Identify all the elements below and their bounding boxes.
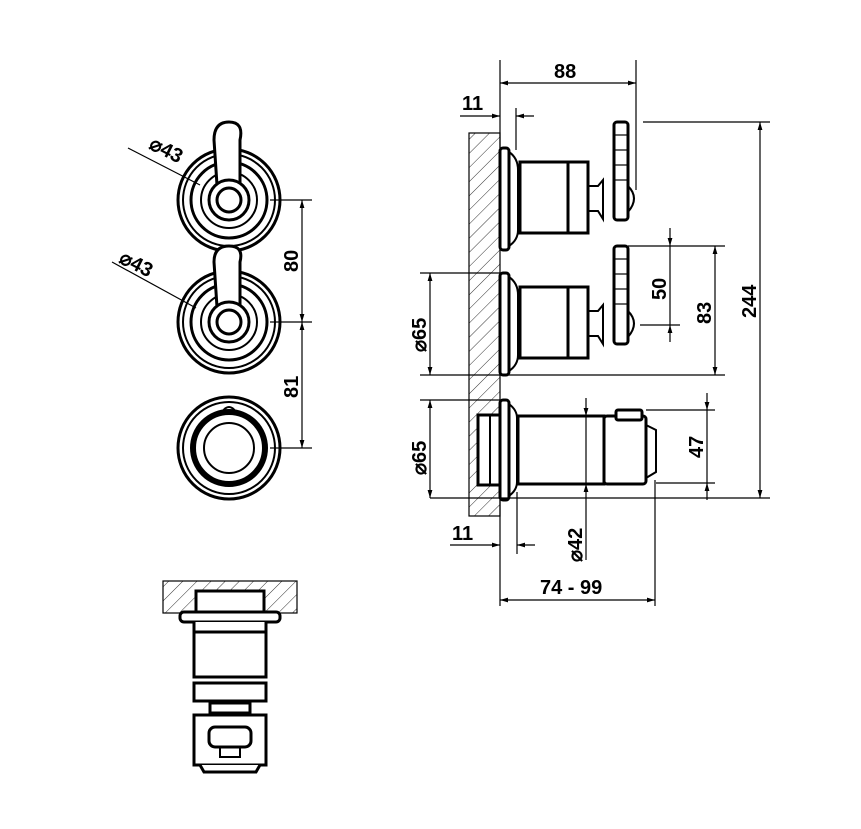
front-valve-middle: [176, 244, 282, 375]
diameter-leader-middle: [111, 261, 197, 309]
dim-flange-top: 11: [462, 93, 483, 115]
dim-spacing-top: 80: [281, 250, 303, 272]
dim-handle-height: 83: [694, 302, 716, 324]
dim-overall-depth: 88: [554, 61, 576, 83]
side-view: 88 11 244 83 50 ⌀65 ⌀65 47 ⌀42: [409, 60, 770, 606]
diameter-leader-top: [127, 147, 201, 186]
dim-rosette-diameter-bottom: ⌀65: [409, 441, 431, 475]
dim-depth-range: 74 - 99: [540, 577, 602, 599]
bottom-view: [162, 580, 298, 774]
dim-spacing-bottom: 81: [281, 376, 303, 398]
dim-diameter-top: ⌀43: [146, 133, 187, 168]
front-valve-top: [176, 120, 282, 253]
dim-diameter-middle: ⌀43: [116, 247, 157, 282]
front-diverter-bottom: [176, 395, 282, 501]
side-valve-top: [498, 120, 635, 252]
dim-body-diameter: ⌀42: [565, 528, 587, 562]
dim-rosette-diameter-middle: ⌀65: [409, 318, 431, 352]
dim-lever-height: 50: [649, 278, 671, 300]
side-diverter-bottom: [476, 398, 657, 502]
front-view: ⌀43 ⌀43 80 81: [111, 120, 312, 501]
dim-knob-height: 47: [686, 436, 708, 458]
dim-total-height: 244: [739, 284, 761, 318]
side-valve-middle: [498, 244, 635, 377]
dim-flange-bottom: 11: [452, 523, 473, 545]
